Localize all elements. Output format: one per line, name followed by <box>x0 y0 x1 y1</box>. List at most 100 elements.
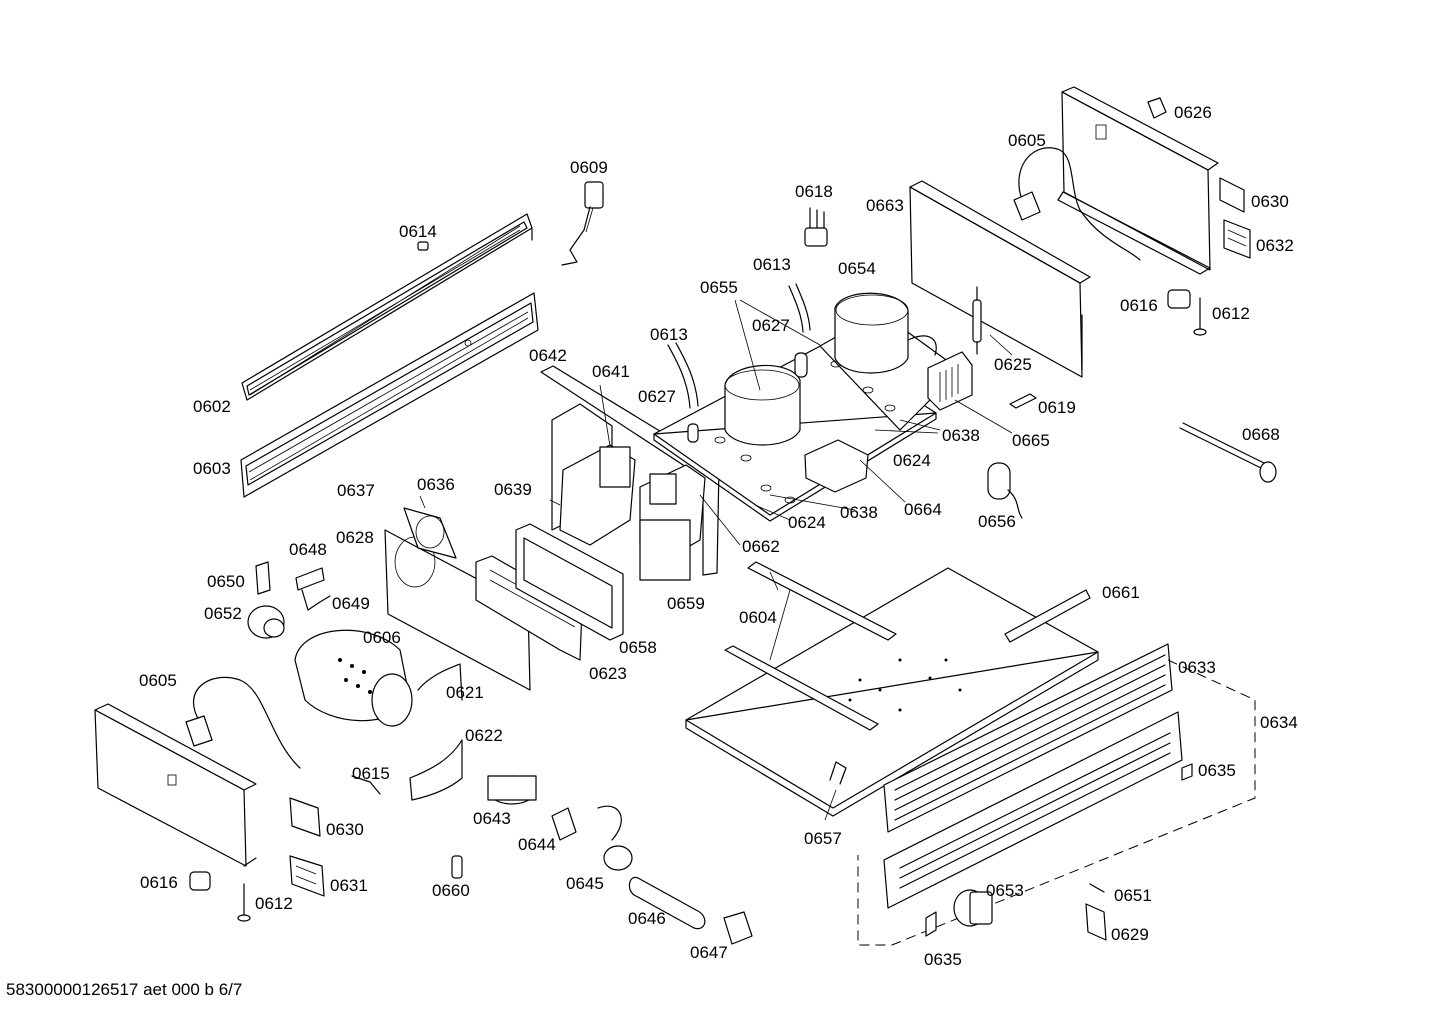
label-0668: 0668 <box>1242 425 1280 444</box>
valve-0644 <box>551 807 577 841</box>
label-0613-left: 0613 <box>650 325 688 344</box>
spacer-0660 <box>451 855 463 879</box>
bracket-0629 <box>1085 903 1107 941</box>
label-0646: 0646 <box>628 909 666 928</box>
blower-0606 <box>294 629 413 727</box>
label-0612-upper: 0612 <box>1212 304 1250 323</box>
shroud-0621 <box>417 663 463 701</box>
label-0662: 0662 <box>742 537 780 556</box>
screw-0612-lower <box>237 883 251 922</box>
label-0652: 0652 <box>204 604 242 623</box>
label-0664: 0664 <box>904 500 942 519</box>
label-0631: 0631 <box>330 876 368 895</box>
label-0626: 0626 <box>1174 103 1212 122</box>
label-0605-lower: 0605 <box>139 671 177 690</box>
label-0630-upper: 0630 <box>1251 192 1289 211</box>
label-0632: 0632 <box>1256 236 1294 255</box>
fan-0653 <box>953 889 993 927</box>
cord-0605-lower <box>185 676 301 769</box>
label-0613-right: 0613 <box>753 255 791 274</box>
label-0627-lower: 0627 <box>638 387 676 406</box>
label-0644: 0644 <box>518 835 556 854</box>
label-0603: 0603 <box>193 459 231 478</box>
base-pan-0657 <box>685 561 1099 817</box>
part-labels: 0602 0603 0604 0605 0605 0606 0609 0612 … <box>139 103 1298 969</box>
label-0625: 0625 <box>994 355 1032 374</box>
clip-0626 <box>1147 97 1167 119</box>
compressor-base-0624 <box>653 283 961 522</box>
label-0654: 0654 <box>838 259 876 278</box>
label-0624-upper: 0624 <box>893 451 931 470</box>
foot-0616-lower <box>189 871 211 891</box>
label-0648: 0648 <box>289 540 327 559</box>
valve-0645 <box>597 805 633 871</box>
sensor-0668 <box>1179 422 1277 483</box>
label-0619: 0619 <box>1038 398 1076 417</box>
bracket-0630-lower <box>289 797 321 837</box>
label-0657: 0657 <box>804 829 842 848</box>
cartridge-0646 <box>628 876 706 930</box>
label-0649: 0649 <box>332 594 370 613</box>
holder-0648 <box>295 567 325 591</box>
rail-0602 <box>241 213 533 401</box>
label-0663: 0663 <box>866 196 904 215</box>
label-0658: 0658 <box>619 638 657 657</box>
rail-0603 <box>240 292 539 498</box>
capacitor-box-0665 <box>927 351 973 411</box>
grille-0634 <box>883 711 1183 909</box>
bracket-plate-0642 <box>540 365 720 581</box>
filter-0643 <box>487 775 537 805</box>
pin-0651 <box>1089 883 1105 893</box>
label-0635-bottom: 0635 <box>924 950 962 969</box>
label-0616-lower: 0616 <box>140 873 178 892</box>
shroud-0622 <box>409 739 463 801</box>
label-0623: 0623 <box>589 664 627 683</box>
label-0602: 0602 <box>193 397 231 416</box>
grille-group-outline <box>857 659 1256 946</box>
label-0651: 0651 <box>1114 886 1152 905</box>
leader-lines <box>419 299 1013 821</box>
label-0635-right: 0635 <box>1198 761 1236 780</box>
label-0609: 0609 <box>570 158 608 177</box>
label-0639: 0639 <box>494 480 532 499</box>
label-0616-upper: 0616 <box>1120 296 1158 315</box>
label-0665: 0665 <box>1012 431 1050 450</box>
clip-0635-right <box>1181 763 1193 781</box>
label-0621: 0621 <box>446 683 484 702</box>
label-0606: 0606 <box>363 628 401 647</box>
clip-0635-bottom <box>925 911 937 937</box>
screw-0612-upper <box>1193 297 1207 336</box>
label-0633: 0633 <box>1178 658 1216 677</box>
label-0615: 0615 <box>352 764 390 783</box>
label-0660: 0660 <box>432 881 470 900</box>
label-0637: 0637 <box>337 481 375 500</box>
label-0643: 0643 <box>473 809 511 828</box>
cord-0605-upper <box>1013 147 1141 261</box>
label-0627-upper: 0627 <box>752 316 790 335</box>
side-panel-upper <box>1057 86 1219 275</box>
bracket-0649 <box>301 589 331 611</box>
label-0624-lower: 0624 <box>788 513 826 532</box>
label-0645: 0645 <box>566 874 604 893</box>
bracket-0631 <box>289 855 325 897</box>
label-0618: 0618 <box>795 182 833 201</box>
label-0612-lower: 0612 <box>255 894 293 913</box>
label-0656: 0656 <box>978 512 1016 531</box>
label-0653: 0653 <box>986 881 1024 900</box>
foot-0616-upper <box>1167 289 1191 309</box>
start-relay-0618 <box>804 207 828 247</box>
wire-0615 <box>351 775 381 795</box>
document-code: 58300000126517 aet 000 b 6/7 <box>6 980 243 999</box>
label-0638-lower: 0638 <box>840 503 878 522</box>
label-0636: 0636 <box>417 475 455 494</box>
label-0647: 0647 <box>690 943 728 962</box>
screw-0614 <box>417 241 429 251</box>
label-0655: 0655 <box>700 278 738 297</box>
label-0638-upper: 0638 <box>942 426 980 445</box>
clip-0650 <box>255 561 271 595</box>
label-0622: 0622 <box>465 726 503 745</box>
fan-0636 <box>403 507 457 559</box>
label-0604: 0604 <box>739 608 777 627</box>
label-0630-lower: 0630 <box>326 820 364 839</box>
